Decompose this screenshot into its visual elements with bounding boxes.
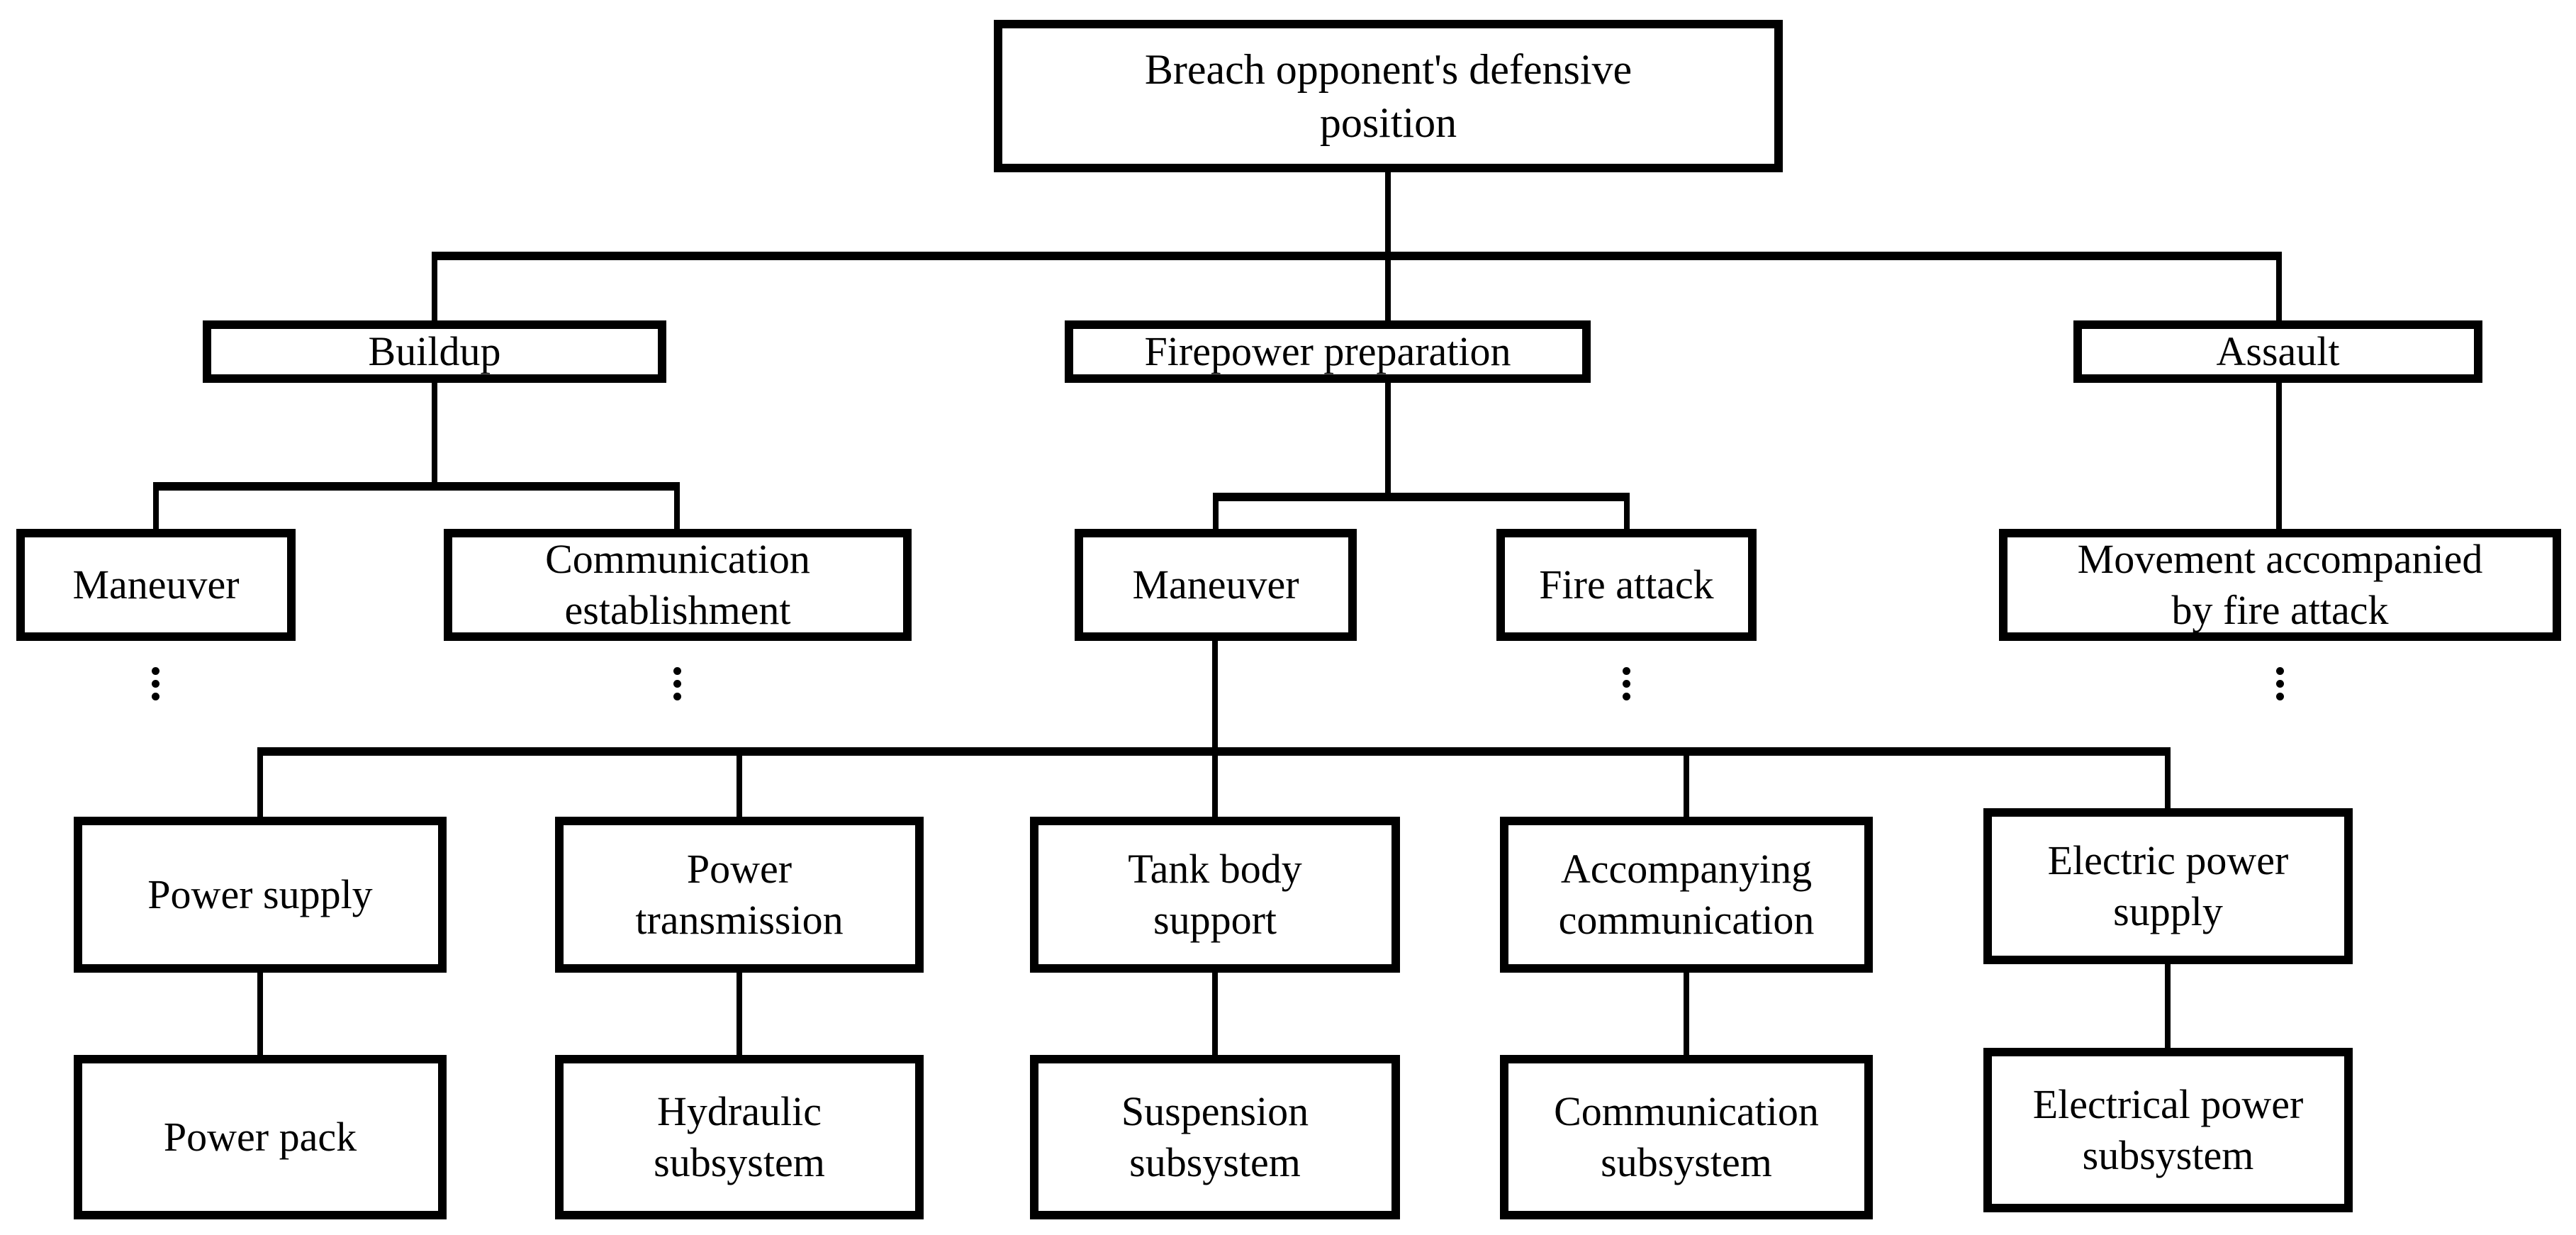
node-electrical-power-subsystem: Electrical power subsystem	[1983, 1048, 2353, 1212]
ellipsis-dot	[673, 680, 681, 688]
connector-rail-level1	[432, 252, 2282, 260]
ellipsis-dot	[1623, 693, 1630, 700]
connector-root-stem	[1385, 172, 1391, 260]
node-label: Accompanying communication	[1558, 845, 1815, 944]
connector-firepower-stem	[1385, 383, 1391, 501]
vertical-ellipsis-icon	[673, 667, 681, 700]
connector-drop-maneuver-mid	[1213, 493, 1219, 529]
connector-drop-fire-attack	[1624, 493, 1630, 529]
node-communication-subsystem: Communication subsystem	[1500, 1055, 1873, 1219]
node-label: Assault	[2216, 328, 2340, 374]
connector-drop-buildup	[432, 252, 437, 320]
node-maneuver-firepower: Maneuver	[1075, 529, 1357, 641]
ellipsis-dot	[2276, 680, 2284, 688]
ellipsis-dot	[1623, 667, 1630, 675]
node-breach-opponents-defensive-position: Breach opponent's defensive position	[994, 20, 1783, 172]
node-fire-attack: Fire attack	[1496, 529, 1757, 641]
ellipsis-dot	[673, 693, 681, 700]
vertical-ellipsis-icon	[152, 667, 159, 700]
ellipsis-dot	[2276, 693, 2284, 700]
connector-drop-power-transmission	[737, 756, 742, 817]
node-label: Hydraulic subsystem	[654, 1088, 825, 1186]
node-label: Movement accompanied by fire attack	[2077, 535, 2483, 634]
node-label: Tank body support	[1128, 845, 1302, 944]
ellipsis-dot	[152, 667, 159, 675]
node-assault: Assault	[2073, 320, 2482, 383]
node-power-supply: Power supply	[74, 817, 447, 973]
node-suspension-subsystem: Suspension subsystem	[1030, 1055, 1400, 1219]
ellipsis-dot	[152, 693, 159, 700]
connector-rail-subsystems	[257, 747, 2171, 756]
connector-drop-communication-establishment	[674, 482, 680, 529]
connector-drop-power-supply	[257, 756, 263, 817]
node-label: Maneuver	[1132, 561, 1299, 608]
connector-buildup-stem	[432, 383, 437, 491]
ellipsis-dot	[2276, 667, 2284, 675]
connector-electric-power-to-electrical-subsystem	[2165, 964, 2171, 1048]
connector-tank-body-to-suspension	[1212, 973, 1218, 1055]
connector-drop-electric-power-supply	[2165, 756, 2171, 808]
node-label: Electrical power subsystem	[2032, 1080, 2304, 1179]
node-label: Power transmission	[635, 845, 844, 944]
connector-power-supply-to-power-pack	[257, 973, 263, 1055]
vertical-ellipsis-icon	[1623, 667, 1630, 700]
node-communication-establishment: Communication establishment	[444, 529, 912, 641]
node-label: Communication subsystem	[1554, 1088, 1819, 1186]
node-label: Electric power supply	[2047, 837, 2289, 935]
connector-assault-stem	[2276, 383, 2282, 529]
node-label: Power supply	[147, 871, 373, 917]
node-hydraulic-subsystem: Hydraulic subsystem	[555, 1055, 924, 1219]
connector-drop-assault	[2276, 252, 2282, 320]
node-power-pack: Power pack	[74, 1055, 447, 1219]
connector-drop-accompanying-communication	[1684, 756, 1689, 817]
node-electric-power-supply: Electric power supply	[1983, 808, 2353, 964]
ellipsis-dot	[673, 667, 681, 675]
node-buildup: Buildup	[203, 320, 666, 383]
connector-drop-maneuver-left	[153, 482, 159, 529]
node-label: Fire attack	[1539, 561, 1714, 608]
connector-rail-firepower	[1213, 493, 1630, 501]
connector-drop-firepower	[1385, 252, 1391, 320]
node-movement-accompanied-by-fire-attack: Movement accompanied by fire attack	[1999, 529, 2561, 641]
node-firepower-preparation: Firepower preparation	[1065, 320, 1591, 383]
connector-maneuver-mid-stem	[1212, 641, 1218, 756]
node-label: Firepower preparation	[1144, 328, 1511, 374]
node-tank-body-support: Tank body support	[1030, 817, 1400, 973]
connector-accompanying-to-communication-subsystem	[1684, 973, 1689, 1055]
connector-drop-tank-body-support	[1212, 756, 1218, 817]
node-label: Breach opponent's defensive position	[1144, 45, 1633, 146]
node-label: Maneuver	[72, 561, 240, 608]
node-accompanying-communication: Accompanying communication	[1500, 817, 1873, 973]
connector-rail-buildup	[153, 482, 680, 491]
vertical-ellipsis-icon	[2276, 667, 2284, 700]
ellipsis-dot	[1623, 680, 1630, 688]
node-maneuver-buildup: Maneuver	[16, 529, 296, 641]
node-label: Buildup	[368, 328, 501, 374]
node-label: Power pack	[163, 1113, 357, 1160]
ellipsis-dot	[152, 680, 159, 688]
node-label: Suspension subsystem	[1121, 1088, 1309, 1186]
node-label: Communication establishment	[545, 535, 810, 634]
node-power-transmission: Power transmission	[555, 817, 924, 973]
connector-power-transmission-to-hydraulic	[737, 973, 742, 1055]
